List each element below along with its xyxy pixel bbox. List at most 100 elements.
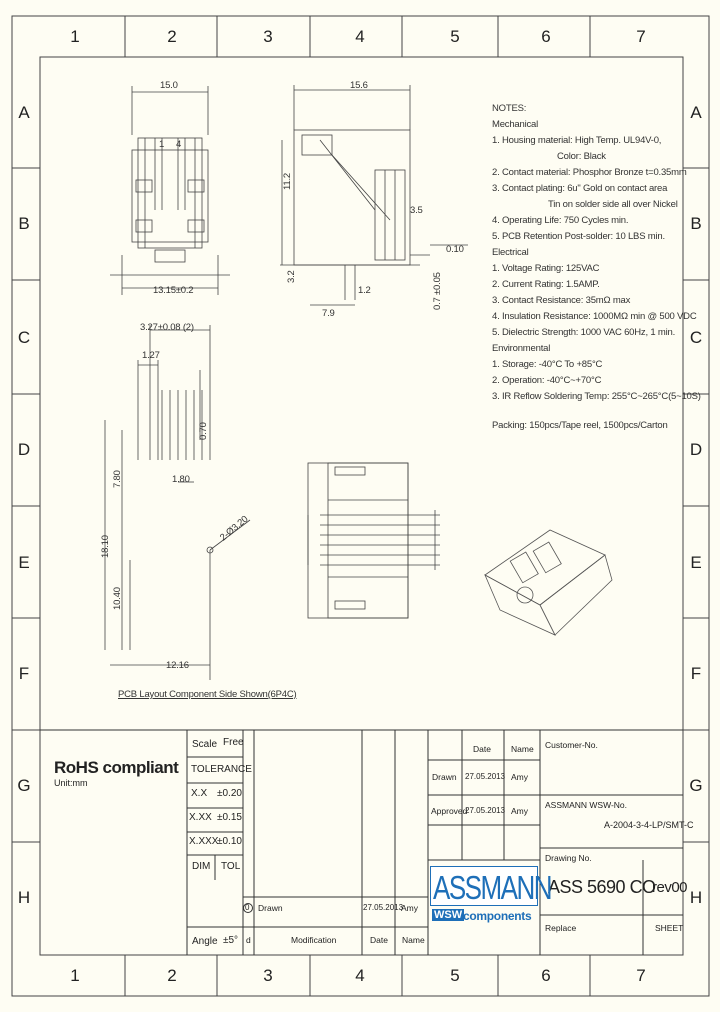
drawing-number: ASS 5690 CO <box>548 877 656 897</box>
top-view-drawing <box>110 86 230 295</box>
notes-m1b: Color: Black <box>557 151 606 162</box>
approved-name: Amy <box>511 806 528 816</box>
angle-label: Angle <box>192 936 218 947</box>
tol-key-2: X.XX <box>189 812 212 823</box>
zone-row-d-right: D <box>689 440 703 459</box>
zone-col-6: 6 <box>541 27 551 46</box>
modification-header: Modification <box>291 935 337 945</box>
top-view-width-label: 15.0 <box>160 80 178 91</box>
replace-label: Replace <box>545 923 577 933</box>
unit-label: Unit:mm <box>54 778 88 788</box>
drawn-name: Amy <box>511 772 528 782</box>
zone-col-3: 3 <box>263 27 273 46</box>
revision-label: rev00 <box>652 879 688 896</box>
top-view-pin-1: 1 <box>159 139 165 150</box>
pcb-bottom-label: 12.16 <box>166 660 189 671</box>
notes-m3: 3. Contact plating: 6u" Gold on contact … <box>492 183 668 194</box>
notes-m5: 5. PCB Retention Post-solder: 10 LBS min… <box>492 231 665 242</box>
zone-row-d: D <box>17 440 31 459</box>
zone-col-4: 4 <box>355 27 365 46</box>
zone-row-f-right: F <box>690 664 702 683</box>
tol-val-2: ±0.15 <box>217 812 242 823</box>
notes-mechanical: Mechanical <box>492 119 539 130</box>
notes-e3: 3. Contact Resistance: 35mΩ max <box>492 295 631 306</box>
notes-m4: 4. Operating Life: 750 Cycles min. <box>492 215 629 226</box>
pcb-layout-caption: PCB Layout Component Side Shown(6P4C) <box>118 689 297 700</box>
logo-wsw-text: WSW <box>432 909 465 921</box>
rev-date: 27.05.2013 <box>363 903 404 912</box>
zone-row-a-right: A <box>690 103 702 122</box>
tol-label: TOL <box>221 861 241 872</box>
drawn-date: 27.05.2013 <box>465 772 506 781</box>
notes-v3: 3. IR Reflow Soldering Temp: 255°C~265°C… <box>492 391 701 402</box>
pcb-hole-label: 1.80 <box>172 474 190 485</box>
zone-row-b-right: B <box>690 214 702 233</box>
tolerance-label: TOLERANCE <box>191 764 252 775</box>
pcb-layout-drawing <box>104 325 251 680</box>
zone-col-2: 2 <box>167 27 177 46</box>
side-view-post-label: 3.5 <box>410 205 423 216</box>
notes-environmental: Environmental <box>492 343 551 354</box>
zone-col-5: 5 <box>450 27 460 46</box>
zone-row-a: A <box>18 103 30 122</box>
notes-e5: 5. Dielectric Strength: 1000 VAC 60Hz, 1… <box>492 327 676 338</box>
zone-col-4-bottom: 4 <box>355 966 365 985</box>
notes-v2: 2. Operation: -40°C~+70°C <box>492 375 602 386</box>
top-view-pin-4: 4 <box>176 139 182 150</box>
customer-no-label: Customer-No. <box>545 740 598 750</box>
pcb-small-label: 1.27 <box>142 350 160 361</box>
drawing-no-label: Drawing No. <box>545 853 592 863</box>
zone-col-5-bottom: 5 <box>450 966 460 985</box>
notes-m3b: Tin on solder side all over Nickel <box>548 199 678 210</box>
approved-label: Approved <box>431 806 468 816</box>
logo-assmann-text: ASSMANN <box>433 868 553 907</box>
bottom-view-drawing <box>307 462 440 619</box>
zone-col-1-bottom: 1 <box>70 966 80 985</box>
zone-row-c: C <box>17 328 31 347</box>
zone-col-2-bottom: 2 <box>167 966 177 985</box>
approved-date: 27.05.2013 <box>465 806 506 815</box>
side-view-top-label: 15.6 <box>350 80 368 91</box>
zone-row-e-right: E <box>690 553 702 572</box>
scale-label: Scale <box>192 739 218 750</box>
tol-key-3: X.XXX <box>189 836 219 847</box>
logo-components-text: components <box>463 909 532 923</box>
zone-row-c-right: C <box>689 328 703 347</box>
part-number: A-2004-3-4-LP/SMT-C <box>604 820 694 830</box>
notes-packing: Packing: 150pcs/Tape reel, 1500pcs/Carto… <box>492 420 668 431</box>
rev-name: Amy <box>401 903 418 913</box>
top-view-bottom-label: 13.15±0.2 <box>153 285 194 296</box>
tol-val-3: ±0.10 <box>217 836 242 847</box>
side-view-gap-label: 1.2 <box>358 285 371 296</box>
zone-row-h: H <box>17 888 31 907</box>
angle-value: ±5° <box>223 935 239 946</box>
zone-col-7-bottom: 7 <box>636 966 646 985</box>
zone-row-f: F <box>18 664 30 683</box>
dim-label: DIM <box>192 861 211 872</box>
zone-row-e: E <box>18 553 30 572</box>
notes-title: NOTES: <box>492 103 527 114</box>
zone-row-b: B <box>18 214 30 233</box>
rev-drawn-label: Drawn <box>258 903 283 913</box>
tol-val-1: ±0.20 <box>217 788 242 799</box>
tol-key-1: X.X <box>191 788 208 799</box>
side-view-drawing <box>280 85 468 306</box>
notes-e4: 4. Insulation Resistance: 1000MΩ min @ 5… <box>492 311 697 322</box>
side-view-pcb-label: 0.10 <box>446 244 464 255</box>
notes-v1: 1. Storage: -40°C To +85°C <box>492 359 603 370</box>
zone-col-6-bottom: 6 <box>541 966 551 985</box>
rev-d-label: d <box>246 935 251 945</box>
rev-date-header: Date <box>370 935 388 945</box>
drawn-label: Drawn <box>432 772 457 782</box>
notes-electrical: Electrical <box>492 247 529 258</box>
scale-value: Free <box>223 737 244 748</box>
pcb-pitch-label: 3.27±0.08 (2) <box>140 322 194 333</box>
notes-m1: 1. Housing material: High Temp. UL94V-0, <box>492 135 662 146</box>
zone-col-7: 7 <box>636 27 646 46</box>
zone-row-h-right: H <box>689 888 703 907</box>
rohs-label: RoHS compliant <box>54 758 179 777</box>
assmann-no-label: ASSMANN WSW-No. <box>545 800 628 810</box>
assmann-logo: ASSMANN WSW components <box>430 866 553 932</box>
zone-row-g: G <box>17 776 31 795</box>
